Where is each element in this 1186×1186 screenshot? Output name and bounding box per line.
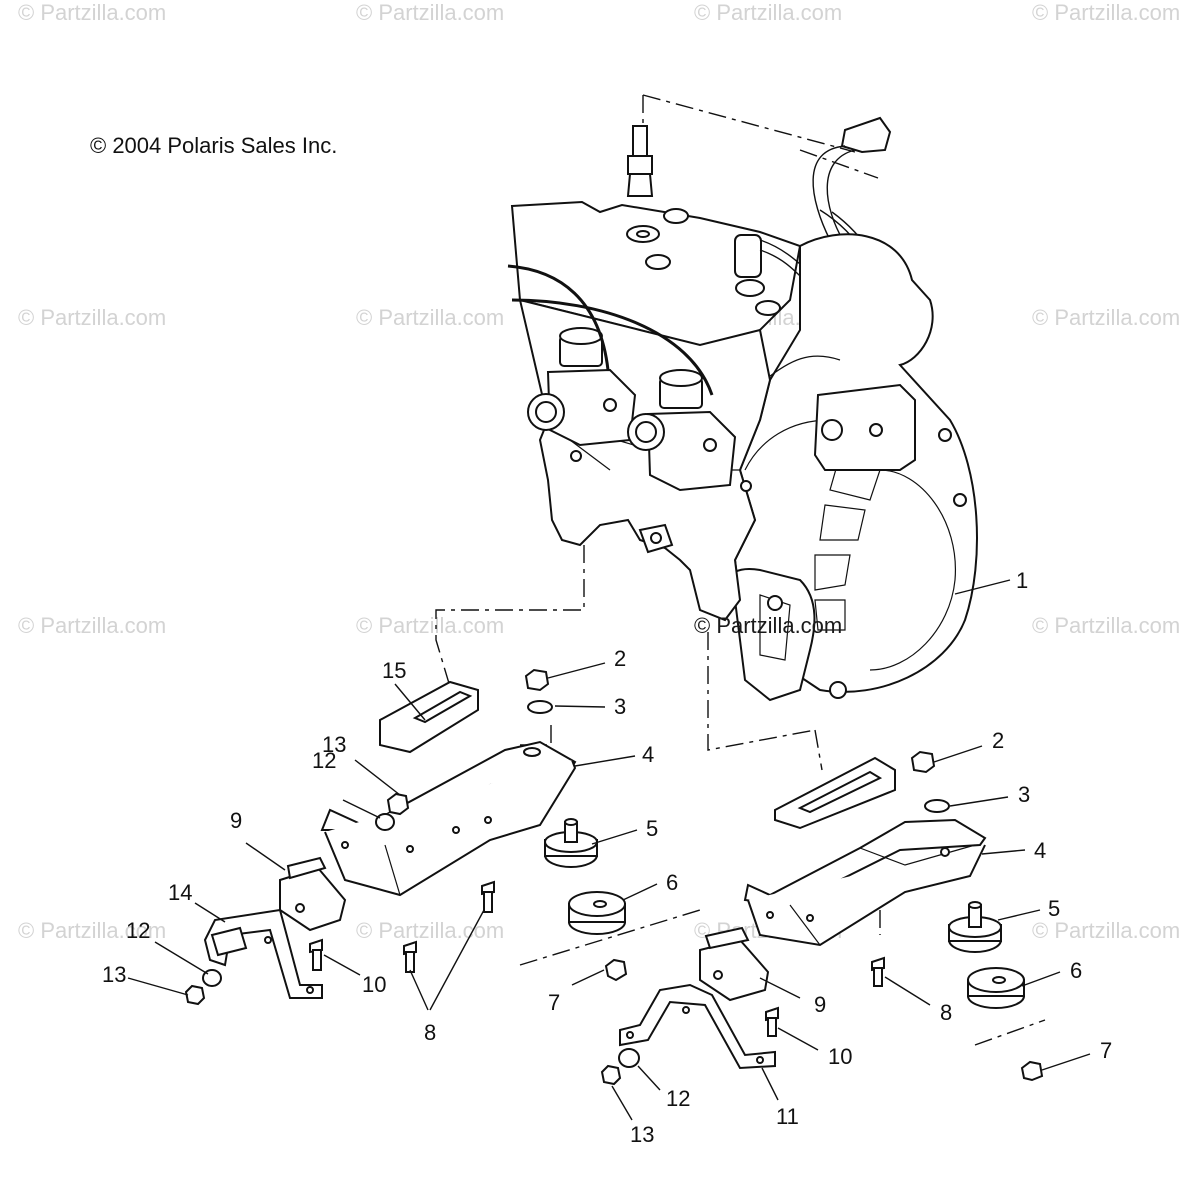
nut[interactable] <box>386 792 410 816</box>
washer[interactable] <box>375 813 395 831</box>
copyright-text: © 2004 Polaris Sales Inc. <box>90 133 338 158</box>
bolt[interactable] <box>871 956 885 987</box>
damper-block[interactable] <box>699 926 770 1002</box>
watermark: © Partzilla.com <box>18 305 167 330</box>
spacer-pad[interactable] <box>568 891 626 935</box>
callout-3: 3 <box>614 694 626 719</box>
watermark: © Partzilla.com <box>356 305 505 330</box>
watermark: © Partzilla.com <box>18 0 167 25</box>
watermark: © Partzilla.com <box>694 0 843 25</box>
spacer-pad[interactable] <box>967 967 1025 1009</box>
lock-nut[interactable] <box>604 958 628 982</box>
callout-3: 3 <box>1018 782 1030 807</box>
watermark: © Partzilla.com <box>18 613 167 638</box>
callout-12: 12 <box>126 918 150 943</box>
watermark: © Partzilla.com <box>1032 0 1181 25</box>
nut[interactable] <box>184 984 206 1006</box>
carburetor[interactable] <box>527 327 637 447</box>
bolt[interactable] <box>481 880 495 913</box>
callout-10: 10 <box>362 972 386 997</box>
watermark: © Partzilla.com <box>1032 918 1181 943</box>
callout-2: 2 <box>614 646 626 671</box>
callout-13: 13 <box>102 962 126 987</box>
callout-1: 1 <box>1016 568 1028 593</box>
callout-6: 6 <box>1070 958 1082 983</box>
rubber-mount[interactable] <box>544 818 598 868</box>
nut[interactable] <box>600 1064 622 1086</box>
callout-leaders <box>127 579 1091 1121</box>
callout-15: 15 <box>382 658 406 683</box>
engine-assembly[interactable] <box>507 94 978 702</box>
callout-12: 12 <box>312 748 336 773</box>
bolt[interactable] <box>765 1006 779 1037</box>
watermark: © Partzilla.com <box>1032 305 1181 330</box>
callout-7: 7 <box>1100 1038 1112 1063</box>
mount-bracket-small[interactable] <box>619 983 776 1070</box>
callout-9: 9 <box>814 992 826 1017</box>
washer[interactable] <box>924 799 950 813</box>
rubber-mount[interactable] <box>948 901 1002 953</box>
callout-9: 9 <box>230 808 242 833</box>
engine-mount-bracket[interactable] <box>743 818 987 947</box>
callout-5: 5 <box>1048 896 1060 921</box>
carburetor[interactable] <box>627 369 737 492</box>
washer[interactable] <box>527 700 553 714</box>
callout-13: 13 <box>322 732 346 757</box>
callout-4: 4 <box>1034 838 1046 863</box>
callout-12: 12 <box>666 1086 690 1111</box>
bolt[interactable] <box>309 938 323 971</box>
callout-2: 2 <box>992 728 1004 753</box>
bolt[interactable] <box>403 940 417 973</box>
callout-11: 11 <box>776 1104 799 1129</box>
damper-block[interactable] <box>279 856 347 932</box>
spark-plug[interactable] <box>626 125 660 243</box>
mount-bracket-small[interactable] <box>203 908 323 999</box>
nut[interactable] <box>524 668 550 692</box>
callout-14: 14 <box>168 880 192 905</box>
watermark: © Partzilla.com <box>356 0 505 25</box>
watermark: © Partzilla.com <box>356 613 505 638</box>
callout-4: 4 <box>642 742 654 767</box>
nut[interactable] <box>910 750 936 774</box>
callout-13: 13 <box>630 1122 654 1147</box>
washer[interactable] <box>618 1048 640 1068</box>
callout-6: 6 <box>666 870 678 895</box>
watermark: © Partzilla.com <box>18 918 167 943</box>
watermark: © Partzilla.com <box>356 918 505 943</box>
watermark: © Partzilla.com <box>694 613 843 638</box>
watermark: © Partzilla.com <box>1032 613 1181 638</box>
callout-10: 10 <box>828 1044 852 1069</box>
callout-5: 5 <box>646 816 658 841</box>
mount-spacer-plate[interactable] <box>774 756 896 830</box>
spark-plug-cap[interactable] <box>734 234 831 301</box>
callout-8: 8 <box>940 1000 952 1025</box>
lock-nut[interactable] <box>1020 1060 1044 1082</box>
callout-7: 7 <box>548 990 560 1015</box>
mount-spacer-plate[interactable] <box>379 680 479 754</box>
engine-mount-bracket[interactable] <box>320 740 577 897</box>
callout-8: 8 <box>424 1020 436 1045</box>
